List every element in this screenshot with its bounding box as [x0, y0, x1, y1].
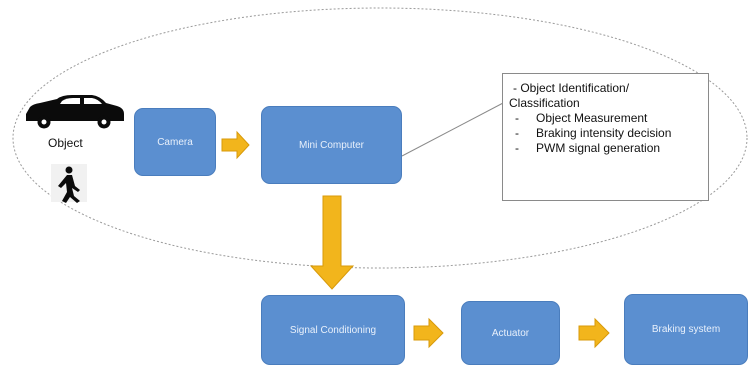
actuator-block: Actuator — [461, 301, 560, 365]
function-list-note: - Object Identification/ Classification … — [502, 73, 709, 201]
note-item-braking-decision: Braking intensity decision — [509, 126, 702, 141]
arrow-actuator-to-braking — [578, 317, 610, 349]
note-heading-line1: - Object Identification/ — [513, 81, 630, 95]
note-heading-line2: Classification — [509, 96, 580, 110]
pedestrian-icon — [51, 164, 87, 203]
object-label: Object — [48, 136, 83, 150]
note-connector-line — [401, 101, 506, 157]
arrow-signal-to-actuator — [413, 317, 444, 349]
signal-conditioning-block: Signal Conditioning — [261, 295, 405, 365]
mini-computer-block: Mini Computer — [261, 106, 402, 184]
note-function-list: Object Measurement Braking intensity dec… — [509, 111, 702, 156]
note-item-pwm: PWM signal generation — [509, 141, 702, 156]
car-icon — [26, 95, 124, 129]
camera-block: Camera — [134, 108, 216, 176]
arrow-camera-to-computer — [221, 130, 250, 160]
note-item-measurement: Object Measurement — [509, 111, 702, 126]
system-boundary-ellipse — [12, 7, 748, 269]
arrow-computer-to-signal-conditioning — [309, 195, 355, 290]
braking-system-block: Braking system — [624, 294, 748, 365]
